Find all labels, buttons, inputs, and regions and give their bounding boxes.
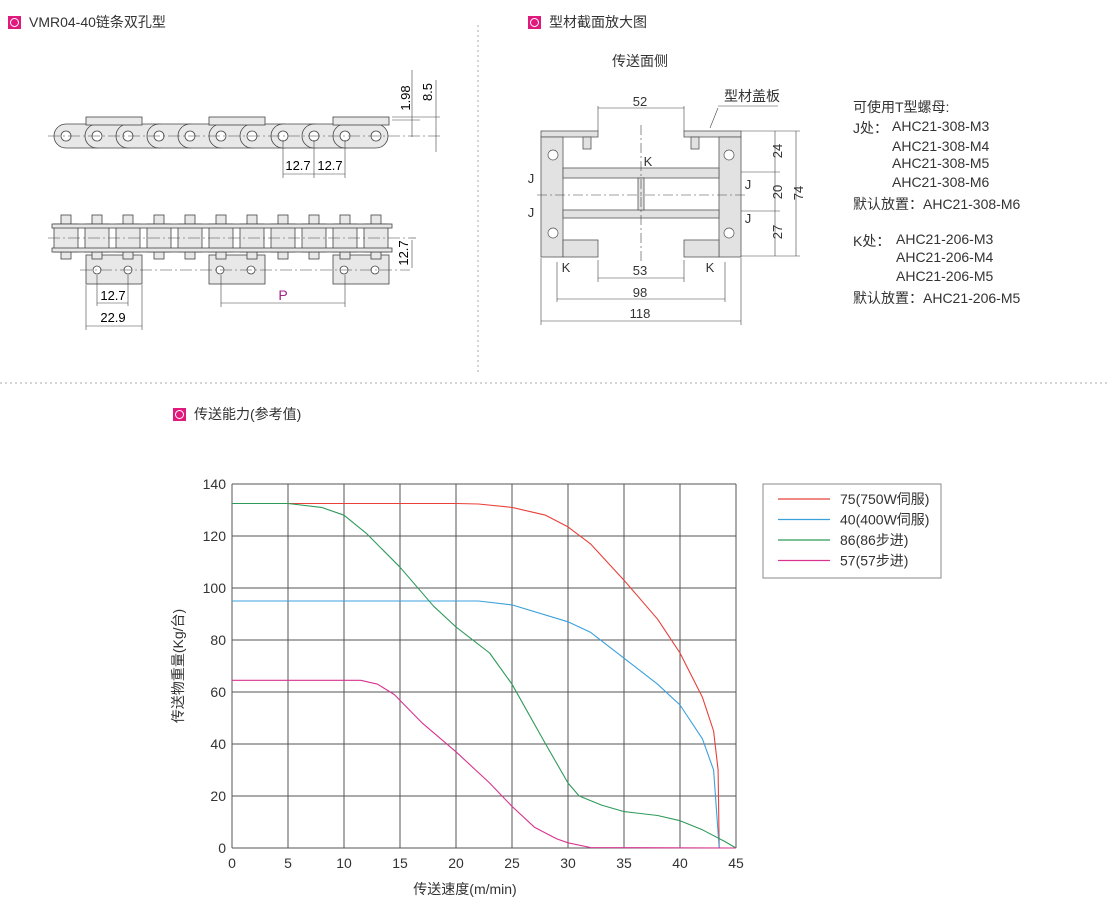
x-tick-label: 10 — [336, 855, 352, 871]
dim-27: 27 — [770, 225, 785, 239]
chain-drawing: 1.98 8.5 12.7 12.7 12.7 12.7 22.9 P — [48, 70, 440, 330]
x-tick-label: 35 — [616, 855, 632, 871]
j-prefix: J处： — [853, 120, 888, 136]
y-tick-label: 60 — [210, 684, 226, 700]
dim-attachment-pitch: P — [278, 287, 287, 303]
series-line — [232, 679, 737, 849]
series-line — [232, 502, 737, 849]
x-tick-label: 30 — [560, 855, 576, 871]
slot-j-label: J — [528, 205, 535, 220]
section-heading-chain: VMR04-40链条双孔型 — [8, 12, 166, 32]
legend: 75(750W伺服) 40(400W伺服) 86(86步进) 57(57步进) — [762, 483, 942, 579]
attachment-plate — [208, 116, 266, 126]
k-nut-item: AHC21-206-M5 — [896, 268, 994, 284]
k-nut-item: AHC21-206-M3 — [896, 231, 994, 247]
x-tick-label: 25 — [504, 855, 520, 871]
heading-text: VMR04-40链条双孔型 — [29, 14, 166, 30]
x-tick-label: 5 — [284, 855, 292, 871]
circle-bullet-icon — [173, 407, 186, 421]
heading-text: 传送能力(参考值) — [194, 406, 302, 422]
dim-pitch-2: 12.7 — [317, 158, 342, 173]
j-nut-item: AHC21-308-M4 — [892, 138, 990, 154]
x-tick-label: 20 — [448, 855, 464, 871]
slot-j-label: J — [745, 177, 752, 192]
slot-k-label: K — [562, 260, 571, 275]
j-default: 默认放置：AHC21-308-M6 — [853, 196, 1021, 212]
j-nut-item: AHC21-308-M5 — [892, 155, 990, 171]
heading-text: 型材截面放大图 — [549, 14, 647, 30]
dim-98: 98 — [633, 285, 647, 300]
slot-j-label: J — [745, 211, 752, 226]
j-nut-item: AHC21-308-M6 — [892, 174, 990, 190]
k-nut-item: AHC21-206-M4 — [896, 249, 994, 265]
attachment-plate — [332, 116, 390, 126]
capacity-chart: 0 5 10 15 20 25 30 35 40 45 0 20 40 60 80 100 120 140 传送速… — [170, 476, 942, 897]
x-tick-label: 45 — [728, 855, 744, 871]
x-tick-label: 40 — [672, 855, 688, 871]
legend-entry: 40(400W伺服) — [840, 512, 929, 528]
dim-20: 20 — [770, 185, 785, 199]
slot-k-label: K — [644, 154, 653, 169]
k-prefix: K处： — [853, 233, 891, 249]
section-heading-capacity: 传送能力(参考值) — [173, 404, 301, 424]
section-heading-profile: 型材截面放大图 — [528, 12, 647, 32]
dim-118: 118 — [630, 306, 651, 321]
y-tick-label: 80 — [210, 632, 226, 648]
dim-74: 74 — [791, 186, 806, 200]
legend-entry: 57(57步进) — [840, 553, 908, 569]
dim-24: 24 — [770, 144, 785, 158]
cover-plate-label: 型材盖板 — [724, 88, 780, 104]
profile-section-drawing: 传送面侧 型材盖板 52 K J J J J K K 53 98 118 24 … — [528, 53, 806, 325]
link-plate — [51, 223, 393, 229]
y-tick-label: 120 — [203, 528, 227, 544]
circle-bullet-icon — [528, 15, 541, 29]
dim-hole-spacing: 12.7 — [100, 288, 125, 303]
dim-plate-width: 22.9 — [100, 310, 125, 325]
y-tick-label: 40 — [210, 736, 226, 752]
dim-1-98: 1.98 — [398, 85, 413, 110]
y-tick-label: 0 — [218, 840, 226, 856]
y-tick-label: 20 — [210, 788, 226, 804]
dim-pitch-1: 12.7 — [285, 158, 310, 173]
dim-53: 53 — [633, 263, 647, 278]
dim-8-5: 8.5 — [420, 83, 435, 101]
y-axis-label: 传送物重量(Kg/台) — [170, 609, 186, 723]
t-nut-title: 可使用T型螺母: — [853, 99, 950, 115]
series-line — [232, 600, 720, 849]
x-tick-label: 15 — [392, 855, 408, 871]
slot-k-label: K — [706, 260, 715, 275]
dim-height-12-7: 12.7 — [396, 240, 411, 265]
dim-52: 52 — [633, 94, 647, 109]
series-line — [232, 502, 720, 849]
legend-entry: 75(750W伺服) — [840, 491, 929, 507]
conveying-side-label: 传送面侧 — [612, 53, 668, 69]
legend-entry: 86(86步进) — [840, 532, 908, 548]
y-tick-label: 100 — [203, 580, 227, 596]
link-plate — [51, 247, 393, 253]
x-tick-label: 0 — [228, 855, 236, 871]
attachment-plate — [85, 116, 143, 126]
circle-bullet-icon — [8, 15, 21, 29]
y-tick-label: 140 — [203, 476, 227, 492]
dividers — [0, 25, 1110, 384]
k-default: 默认放置：AHC21-206-M5 — [853, 290, 1021, 306]
slot-j-label: J — [528, 171, 535, 186]
j-nut-item: AHC21-308-M3 — [892, 118, 990, 134]
x-axis-label: 传送速度(m/min) — [413, 881, 516, 897]
